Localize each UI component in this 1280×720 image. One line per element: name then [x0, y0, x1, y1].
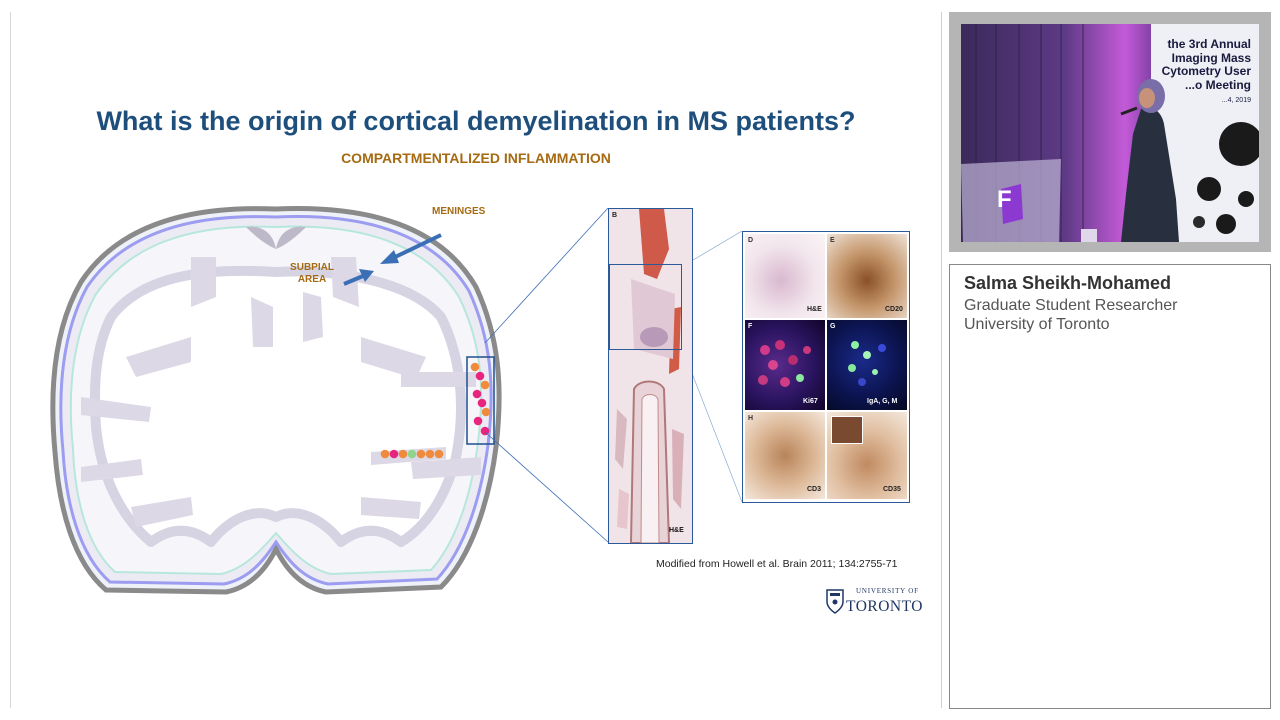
speaker-name: Salma Sheikh-Mohamed — [964, 273, 1171, 294]
university-of-toronto-logo: UNIVERSITY OF TORONTO — [823, 580, 943, 628]
speaker-role: Graduate Student Researcher — [964, 297, 1177, 315]
histology-panel-grid: D H&E E CD20 F Ki67 G IgA, G, M — [742, 231, 910, 503]
speaker-affiliation: University of Toronto — [964, 316, 1110, 334]
fluorescent-cells — [745, 320, 825, 410]
speaker-video: the 3rd Annual Imaging Mass Cytometry Us… — [949, 12, 1271, 252]
zoom-box-b — [609, 264, 682, 350]
panel-e: E CD20 — [827, 234, 907, 318]
panel-g: G IgA, G, M — [827, 320, 907, 410]
panel-i: CD35 — [827, 412, 907, 499]
citation: Modified from Howell et al. Brain 2011; … — [656, 558, 897, 570]
panel-d: D H&E — [745, 234, 825, 318]
tissue-image — [609, 209, 692, 543]
presentation-slide: What is the origin of cortical demyelina… — [10, 12, 942, 708]
crest-icon — [825, 588, 845, 614]
event-banner-text: the 3rd Annual Imaging Mass Cytometry Us… — [1162, 38, 1251, 108]
video-frame: the 3rd Annual Imaging Mass Cytometry Us… — [961, 24, 1259, 242]
histology-panel-b: B H&E — [608, 208, 693, 544]
speaker-info-panel: Salma Sheikh-Mohamed Graduate Student Re… — [949, 264, 1271, 709]
inset-image — [831, 416, 863, 444]
podium-logo: F — [997, 186, 1012, 214]
panel-f: F Ki67 — [745, 320, 825, 410]
panel-h: H CD3 — [745, 412, 825, 499]
fluorescent-cells — [827, 320, 907, 410]
